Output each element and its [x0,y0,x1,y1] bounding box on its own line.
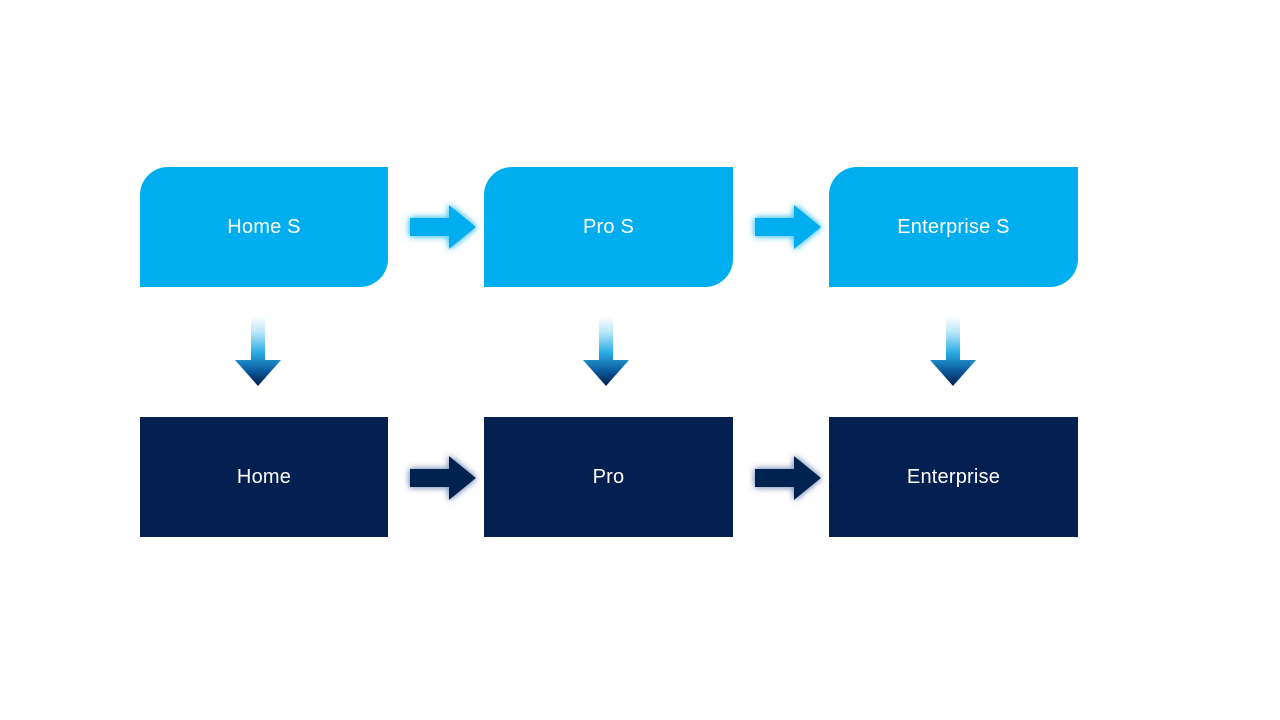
arrow-home-to-pro [404,450,480,506]
node-pro[interactable]: Pro [484,417,733,537]
node-home-s-label: Home S [227,216,301,238]
arrow-pro-s-to-enterprise-s [749,199,825,255]
node-enterprise-s-label: Enterprise S [897,216,1010,238]
node-pro-label: Pro [592,466,625,488]
arrow-enterprise-s-to-enterprise [926,312,980,390]
node-home-label: Home [236,466,292,488]
arrow-pro-to-enterprise [749,450,825,506]
node-enterprise-s[interactable]: Enterprise S [829,167,1078,287]
arrow-home-s-to-home [231,312,285,390]
node-enterprise[interactable]: Enterprise [829,417,1078,537]
node-home-s[interactable]: Home S [140,167,388,287]
arrow-home-s-to-pro-s [404,199,480,255]
node-home[interactable]: Home [140,417,388,537]
node-enterprise-label: Enterprise [906,466,1001,488]
arrow-pro-s-to-pro [579,312,633,390]
node-pro-s-label: Pro S [582,216,635,238]
node-pro-s[interactable]: Pro S [484,167,733,287]
